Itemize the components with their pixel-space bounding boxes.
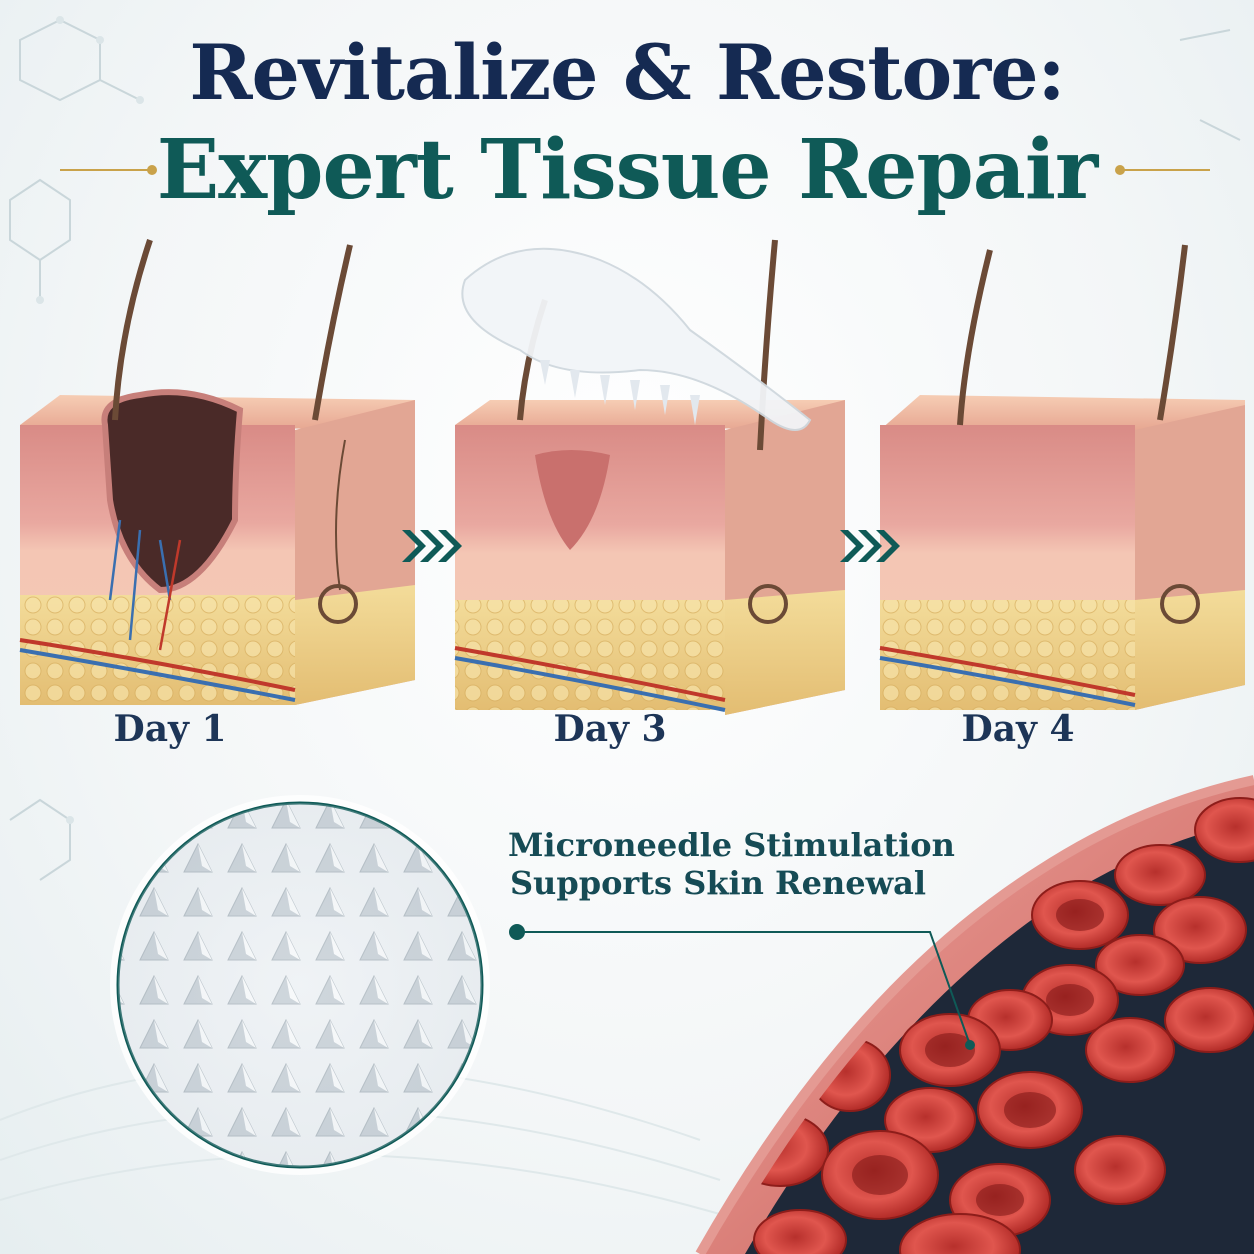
- callout-connector: [517, 931, 971, 1046]
- callout-line-2: Supports Skin Renewal: [509, 864, 927, 902]
- skin-block-day-3: [454, 239, 845, 715]
- detail-illustrations: [110, 775, 1254, 1254]
- page-title-line-2: Expert Tissue Repair: [156, 122, 1099, 218]
- stage-label-day-4: Day 4: [961, 708, 1075, 750]
- chevron-right-triple-icon: [840, 530, 900, 562]
- skin-block-day-1: [19, 239, 415, 705]
- callout-line-1: Microneedle Stimulation: [508, 826, 955, 864]
- callout-text: Microneedle Stimulation Supports Skin Re…: [508, 826, 955, 902]
- skin-stage-illustrations: [19, 239, 1245, 715]
- page-title-line-1: Revitalize & Restore:: [189, 28, 1065, 117]
- microneedle-patch: [461, 247, 812, 431]
- chevron-right-triple-icon: [402, 530, 462, 562]
- stage-label-day-3: Day 3: [553, 708, 667, 750]
- skin-block-day-4: [879, 244, 1245, 710]
- stage-label-day-1: Day 1: [113, 708, 227, 750]
